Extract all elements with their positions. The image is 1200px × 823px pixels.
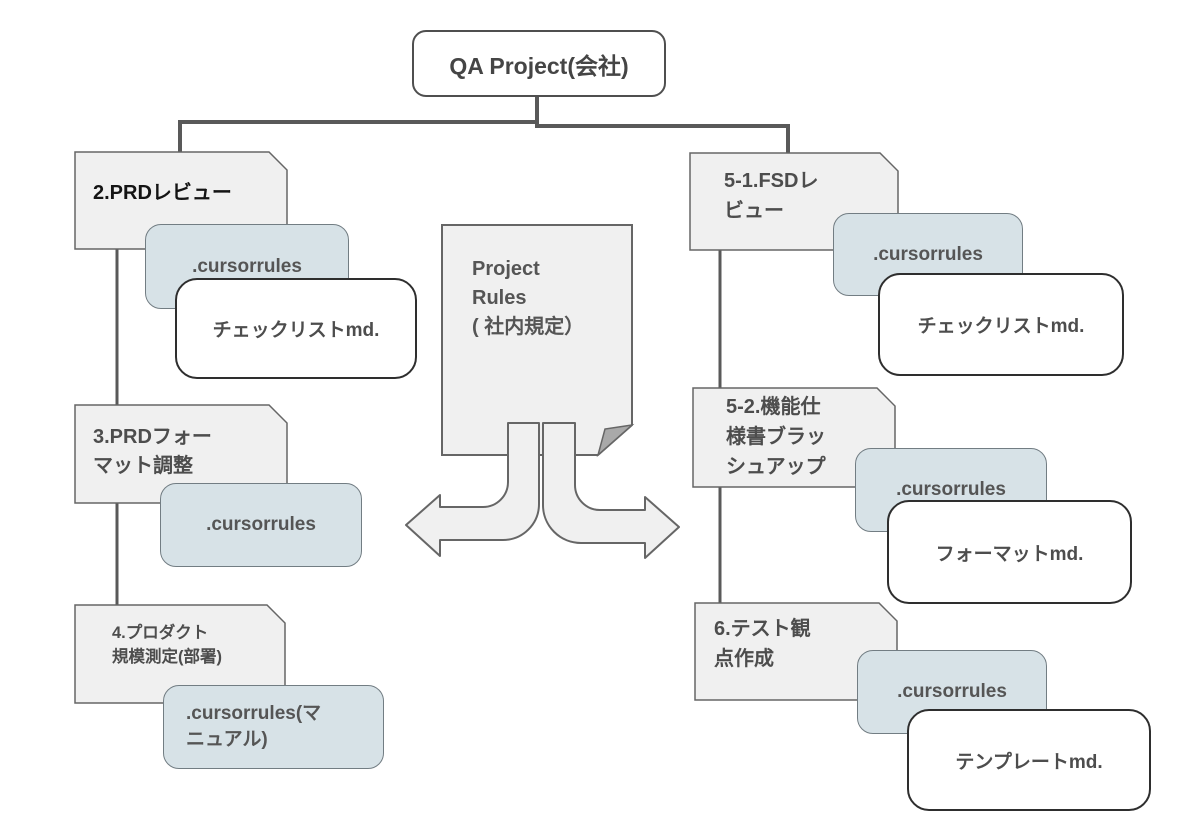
md-card-spec-brushup: フォーマットmd.	[887, 500, 1132, 604]
folder-title-spec-brushup: 5-2.機能仕 様書ブラッ シュアップ	[726, 396, 826, 478]
folder-title-test-viewpoint: 6.テスト観 点作成	[714, 618, 811, 670]
folder-title-product-scale: 4.プロダクト 規模測定(部署)	[112, 624, 222, 666]
folder-shape-spec-brushup	[692, 387, 896, 488]
root-node-label: QA Project(会社)	[449, 52, 629, 79]
folder-title-fsd-review: 5-1.FSDレ ビュー	[724, 170, 819, 222]
folder-shape-prd-format	[74, 404, 288, 504]
md-card-fsd-review: チェックリストmd.	[878, 273, 1124, 376]
split-arrow-left	[405, 422, 540, 557]
folder-title-prd-format: 3.PRDフォー マット調整	[93, 426, 212, 477]
document-fold-corner	[596, 423, 635, 458]
project-rules-label: Project Rules ( 社内規定）	[472, 258, 585, 338]
connector-branch-left	[178, 120, 537, 153]
root-node-qa-project: QA Project(会社)	[412, 30, 666, 97]
split-arrow-right	[542, 422, 680, 559]
md-card-prd-review: チェックリストmd.	[175, 278, 417, 379]
connector-branch-right	[535, 124, 790, 154]
rule-chip-prd-format: .cursorrules	[160, 483, 362, 567]
folder-title-prd-review: 2.PRDレビュー	[93, 182, 232, 204]
folder-shape-product-scale	[74, 604, 286, 704]
md-card-test-viewpoint: テンプレートmd.	[907, 709, 1151, 811]
rule-chip-product-scale: .cursorrules(マ ニュアル)	[163, 685, 384, 769]
